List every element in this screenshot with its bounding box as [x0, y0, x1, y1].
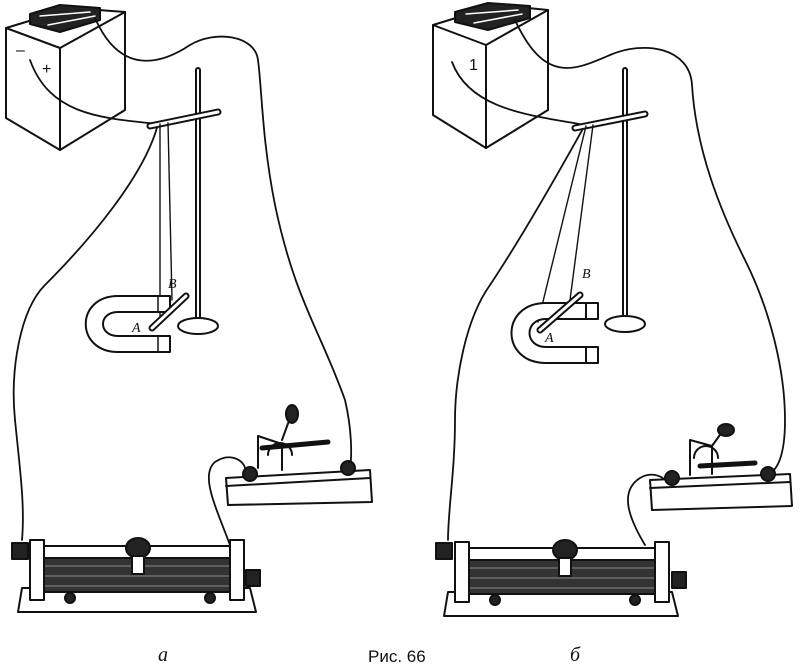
wire-battery-to-switch-b: [514, 19, 786, 473]
wire-battery-to-rheostat-b: [447, 61, 586, 541]
battery-plus-label: +: [42, 61, 51, 78]
switch-b: [649, 423, 793, 511]
stand-b: [571, 67, 649, 333]
switch-a: [225, 404, 373, 506]
thread-right-b: [569, 124, 594, 301]
point-a-label-a: A: [131, 321, 141, 336]
wire-battery-to-switch-a: [94, 17, 353, 471]
panel-a-caption: а: [158, 644, 168, 666]
thread-left-b: [537, 125, 587, 323]
rheostat-a: [11, 537, 261, 613]
wire-battery-to-rheostat-a: [12, 59, 159, 541]
battery-terminal-label-b: 1: [469, 57, 478, 74]
battery-minus-label: –: [16, 42, 25, 59]
stand-a: [146, 67, 222, 335]
figure-caption: Рис. 66: [368, 647, 426, 666]
point-a-label-b: A: [544, 331, 554, 346]
magnet-a: [84, 295, 171, 353]
thread-right-a: [167, 122, 173, 301]
battery-a: – +: [5, 4, 126, 151]
panel-b: 1 A B: [432, 2, 793, 666]
panel-a: – + A B: [5, 4, 373, 666]
rheostat-b: [435, 539, 687, 617]
battery-b: 1: [432, 2, 549, 149]
point-b-label-a: B: [168, 277, 177, 292]
wire-rheostat-to-switch-b: [627, 473, 666, 546]
panel-b-caption: б: [570, 644, 581, 666]
magnet-b: [510, 302, 599, 364]
point-b-label-b: B: [582, 267, 591, 282]
wire-rheostat-to-switch-a: [207, 456, 246, 546]
